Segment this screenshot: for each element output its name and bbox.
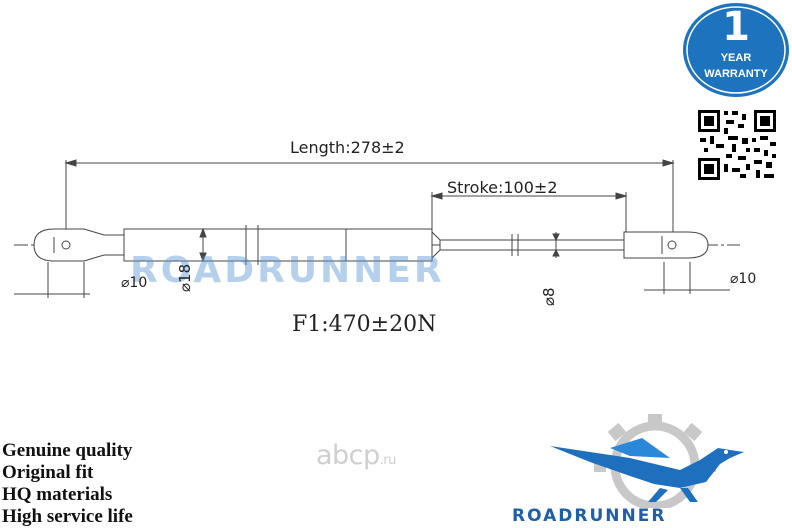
- right-eye-fitting: [623, 231, 709, 259]
- warranty-year: YEAR: [720, 52, 752, 64]
- site-watermark: abcp.ru: [316, 440, 396, 471]
- brand-logo-text: ROADRUNNER: [512, 506, 667, 526]
- roadrunner-bird-icon: [550, 438, 744, 502]
- feature-item: HQ materials: [2, 484, 113, 505]
- feature-item: High service life: [2, 506, 133, 527]
- features-list: Genuine quality Original fit HQ material…: [2, 440, 133, 528]
- cylinder-body: [123, 228, 433, 262]
- warranty-label: WARRANTY: [704, 68, 768, 80]
- force-label: F1:470±20N: [292, 312, 437, 337]
- brand-watermark: ROADRUNNER: [130, 250, 445, 291]
- right-eye-diameter: ⌀10: [730, 271, 757, 287]
- left-eye-diameter: ⌀10: [121, 275, 148, 291]
- piston-rod: [439, 239, 625, 251]
- site-name: abcp: [316, 440, 380, 471]
- left-eye-fitting: [33, 228, 125, 262]
- warranty-number: 1: [722, 4, 750, 50]
- qr-code-icon: [696, 108, 778, 182]
- warranty-badge: 1 YEAR WARRANTY: [682, 2, 790, 98]
- rod-diameter: ⌀8: [540, 287, 558, 306]
- feature-item: Original fit: [2, 462, 94, 483]
- gas-spring-drawing: [14, 159, 740, 298]
- roadrunner-logo: [550, 414, 744, 508]
- length-label: Length:278±2: [290, 138, 405, 157]
- site-tld: .ru: [379, 453, 397, 468]
- feature-item: Genuine quality: [2, 440, 133, 461]
- body-diameter: ⌀18: [176, 263, 194, 292]
- stroke-label: Stroke:100±2: [447, 178, 558, 197]
- badge-circle-icon: [683, 3, 789, 97]
